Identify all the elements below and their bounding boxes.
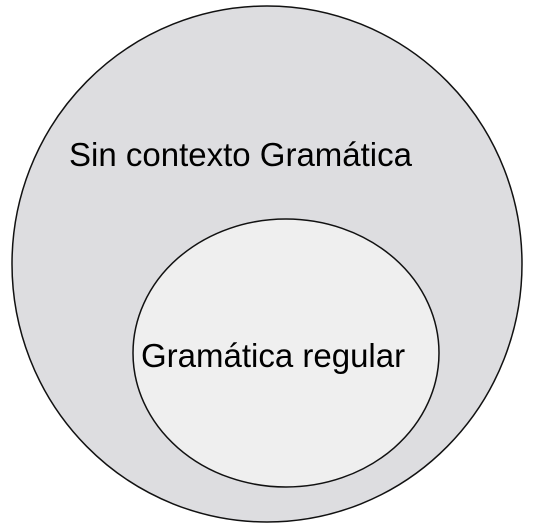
outer-set-label: Sin contexto Gramática (69, 136, 412, 173)
inner-set-ellipse (132, 218, 440, 488)
inner-set-label: Gramática regular (141, 337, 406, 374)
